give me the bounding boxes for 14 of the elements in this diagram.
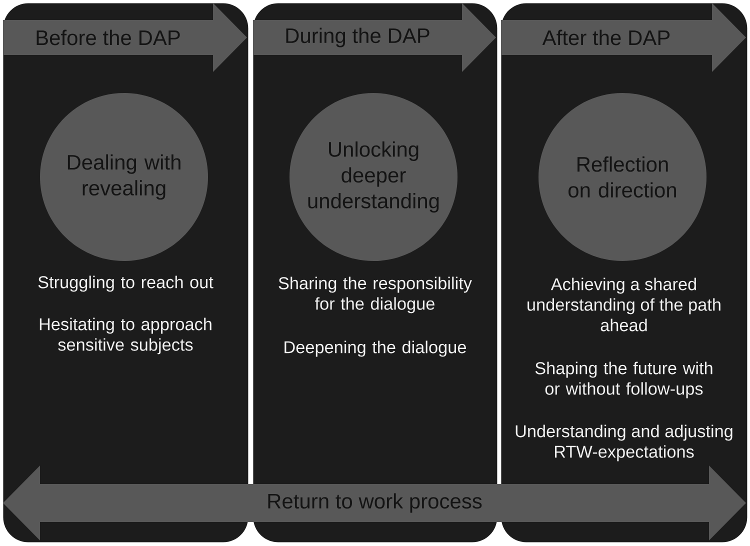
body-text: Struggling to reach out [38,276,214,292]
body-text: Understanding and adjusting RTW-expectations [516,424,732,462]
body-text: Hesitating to approach sensitive subjects [40,318,212,354]
circle-node: Reflection on direction [538,93,706,261]
body-text: Shaping the future with or without follow-ups [535,362,712,398]
arrow-band: Before the DAP [3,3,247,72]
body-text: Sharing the responsibility for the dialogue [278,276,472,314]
double-arrow-band: Return to work process [3,466,746,540]
body-text: Deepening the dialogue [284,340,466,357]
body-text: Achieving a shared understanding of the path ahead [528,278,720,332]
circle-node: Dealing with revealing [40,93,208,261]
arrow-band: During the DAP [253,3,496,72]
circle-node: Unlocking deeper understanding [290,93,458,261]
arrow-band: After the DAP [501,3,746,72]
